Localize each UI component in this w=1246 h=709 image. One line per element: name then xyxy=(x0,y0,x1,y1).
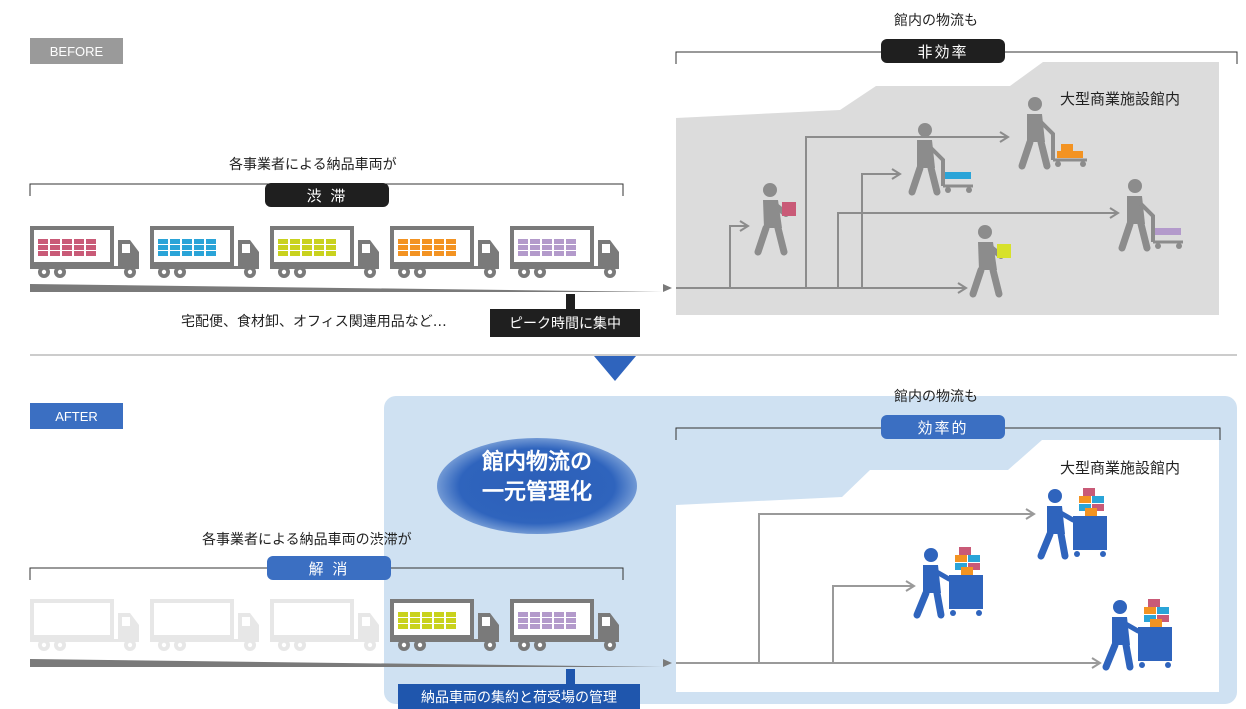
before-trucks xyxy=(30,226,619,278)
before-flow-1-arrowhead xyxy=(739,220,750,232)
before-truck-1 xyxy=(30,226,139,278)
before-flow-lines xyxy=(676,131,1120,294)
before-peak-pointer xyxy=(566,294,575,309)
after-flow-2-arrowhead xyxy=(1025,508,1036,520)
before-flow-3-arrowhead xyxy=(1109,207,1120,219)
before-truck-4 xyxy=(390,226,499,278)
after-facility-top-text: 館内の物流も xyxy=(894,389,978,405)
after-facility-name: 大型商業施設館内 xyxy=(1060,459,1181,477)
after-vehicles-caption: 各事業者による納品車両の渋滞が xyxy=(202,532,412,548)
after-manage-pointer xyxy=(566,669,575,684)
before-flow-1 xyxy=(676,225,748,289)
before-section-tag: BEFORE xyxy=(30,38,123,64)
after-flow-1-arrowhead xyxy=(1091,657,1102,669)
after-active-truck-2 xyxy=(510,599,619,651)
after-flow-2 xyxy=(758,513,1034,663)
before-facility-top-text: 館内の物流も xyxy=(894,13,978,29)
before-peak-badge: ピーク時間に集中 xyxy=(490,309,640,337)
after-flow-3-arrowhead xyxy=(905,580,916,592)
before-vehicles-caption: 各事業者による納品車両が xyxy=(229,157,397,173)
before-workers xyxy=(754,97,1183,298)
before-worker-cart-2 xyxy=(1018,97,1087,170)
before-facility-name: 大型商業施設館内 xyxy=(1060,90,1181,108)
centralized-logistics-cloud xyxy=(437,438,637,534)
before-truck-2 xyxy=(150,226,259,278)
before-flow-2-arrowhead xyxy=(999,131,1010,143)
before-facility-status-pill: 非効率 xyxy=(881,39,1005,63)
before-worker-carrying-1 xyxy=(754,183,796,256)
before-flow-3 xyxy=(806,212,1118,289)
after-faded-truck-2 xyxy=(150,599,259,651)
after-flow-3 xyxy=(832,585,914,663)
before-truck-3 xyxy=(270,226,379,278)
after-worker-cart-2 xyxy=(913,547,983,619)
before-road-arrow xyxy=(30,284,672,292)
after-worker-cart-1 xyxy=(1037,488,1107,560)
after-workers xyxy=(913,488,1172,671)
after-active-truck-1 xyxy=(390,599,499,651)
before-flow-5-arrowhead xyxy=(957,282,968,294)
before-flow-4 xyxy=(838,173,900,289)
centralized-logistics-label: 館内物流の 一元管理化 xyxy=(437,448,637,508)
centralized-logistics-line2: 一元管理化 xyxy=(481,480,592,505)
down-arrow-icon xyxy=(594,356,636,381)
before-truck-5 xyxy=(510,226,619,278)
after-faded-truck-1 xyxy=(30,599,139,651)
after-flow-lines xyxy=(676,508,1102,669)
before-worker-cart-1 xyxy=(908,123,973,196)
after-manage-badge: 納品車両の集約と荷受場の管理 xyxy=(398,684,640,709)
after-worker-cart-3 xyxy=(1102,599,1172,671)
after-trucks xyxy=(30,599,619,651)
after-vehicles-status-pill: 解 消 xyxy=(267,556,391,580)
after-faded-truck-3 xyxy=(270,599,379,651)
after-facility-status-pill: 効率的 xyxy=(881,415,1005,439)
after-section-tag: AFTER xyxy=(30,403,123,429)
before-flow-2 xyxy=(730,136,1008,289)
after-road-arrow xyxy=(30,659,672,667)
before-worker-carrying-2 xyxy=(969,225,1011,298)
before-vehicles-status-pill: 渋 滞 xyxy=(265,183,389,207)
centralized-logistics-line1: 館内物流の xyxy=(481,450,592,475)
before-flow-4-arrowhead xyxy=(891,168,902,180)
before-goods-caption: 宅配便、食材卸、オフィス関連用品など… xyxy=(181,314,447,330)
before-worker-cart-3 xyxy=(1118,179,1183,252)
